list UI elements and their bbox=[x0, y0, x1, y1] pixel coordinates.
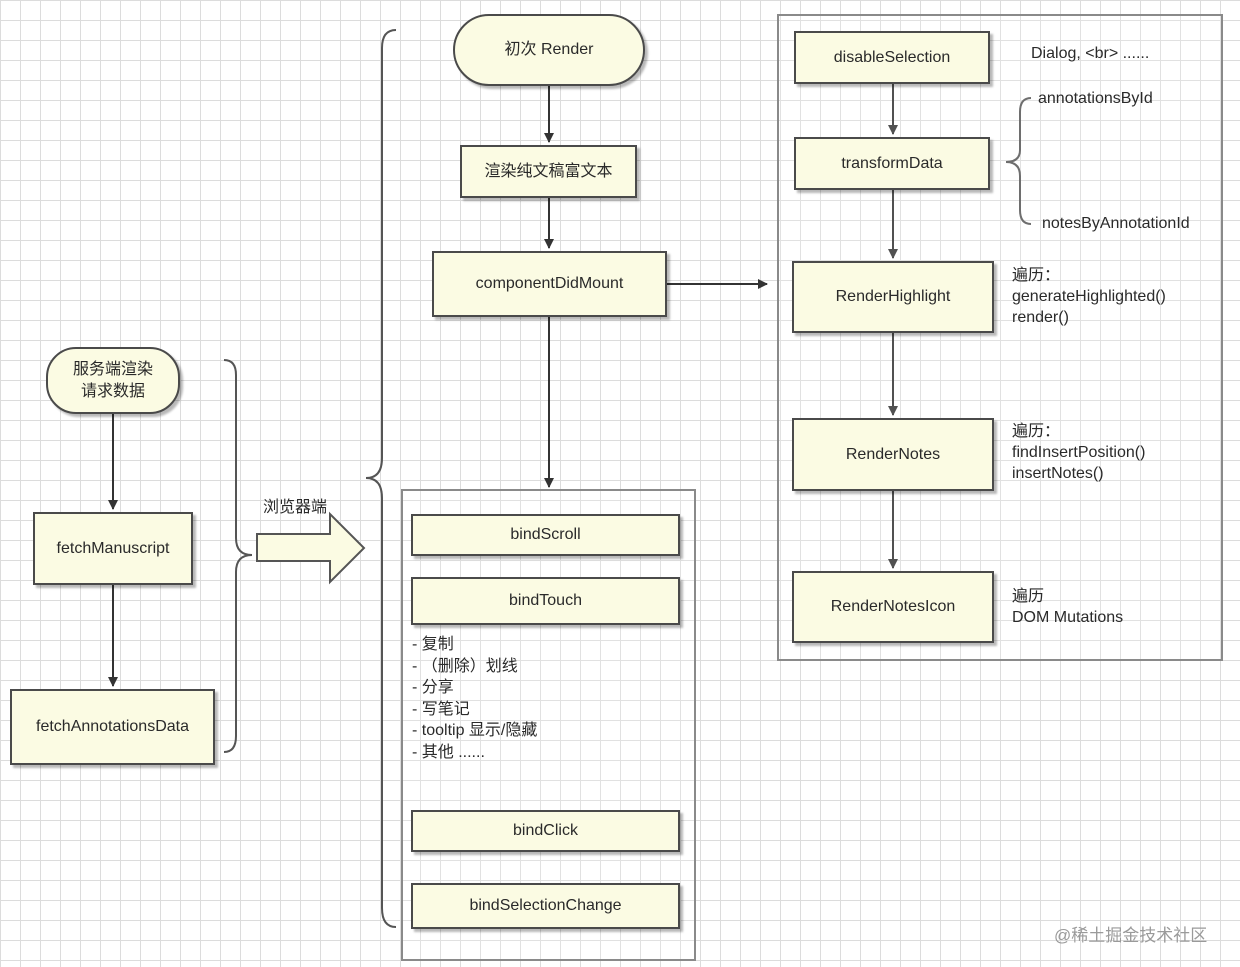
notes-by-annotation-id-label: notesByAnnotationId bbox=[1042, 215, 1190, 232]
render-notes-node: RenderNotes bbox=[792, 418, 994, 491]
touch-action-other: - 其他 ...... bbox=[412, 743, 485, 761]
disable-selection-node: disableSelection bbox=[794, 31, 990, 84]
brace-server-side bbox=[223, 359, 253, 753]
render-highlight-node: RenderHighlight bbox=[792, 261, 994, 333]
render-text-node: 渲染纯文稿富文本 bbox=[460, 145, 637, 198]
bind-touch-node: bindTouch bbox=[411, 577, 680, 625]
binds-group-frame bbox=[401, 489, 696, 961]
touch-action-share: - 分享 bbox=[412, 679, 454, 696]
touch-action-write-note: - 写笔记 bbox=[412, 700, 470, 718]
transform-data-node: transformData bbox=[794, 137, 990, 190]
browser-side-label: 浏览器端 bbox=[263, 499, 328, 516]
disable-selection-note: Dialog, <br> ...... bbox=[1031, 45, 1150, 62]
touch-action-tooltip: - tooltip 显示/隐藏 bbox=[412, 722, 538, 739]
render-notes-icon-note: 遍历 DOM Mutations bbox=[1012, 588, 1124, 626]
brace-transform-data bbox=[1005, 97, 1032, 225]
render-pipeline-frame bbox=[777, 14, 1223, 661]
first-render-node: 初次 Render bbox=[453, 14, 645, 86]
render-highlight-note: 遍历： generateHighlighted() render() bbox=[1012, 267, 1166, 326]
brace-browser-side bbox=[365, 29, 397, 928]
bind-selection-change-node: bindSelectionChange bbox=[411, 883, 680, 929]
watermark: @稀土掘金技术社区 bbox=[1054, 926, 1208, 945]
browser-side-arrow bbox=[256, 511, 366, 585]
server-render-node: 服务端渲染 请求数据 bbox=[46, 347, 180, 414]
bind-scroll-node: bindScroll bbox=[411, 514, 680, 556]
touch-action-copy: - 复制 bbox=[412, 636, 454, 653]
render-notes-icon-node: RenderNotesIcon bbox=[792, 571, 994, 643]
bind-click-node: bindClick bbox=[411, 810, 680, 852]
touch-action-strike: - （删除）划线 bbox=[412, 657, 518, 675]
fetch-manuscript-node: fetchManuscript bbox=[33, 512, 193, 585]
annotations-by-id-label: annotationsById bbox=[1038, 90, 1153, 107]
bind-touch-actions-list: - 复制 - （删除）划线 - 分享 - 写笔记 - tooltip 显示/隐藏… bbox=[412, 634, 537, 763]
component-did-mount-node: componentDidMount bbox=[432, 251, 667, 317]
render-notes-note: 遍历： findInsertPosition() insertNotes() bbox=[1012, 423, 1146, 482]
fetch-annotations-node: fetchAnnotationsData bbox=[10, 689, 215, 765]
